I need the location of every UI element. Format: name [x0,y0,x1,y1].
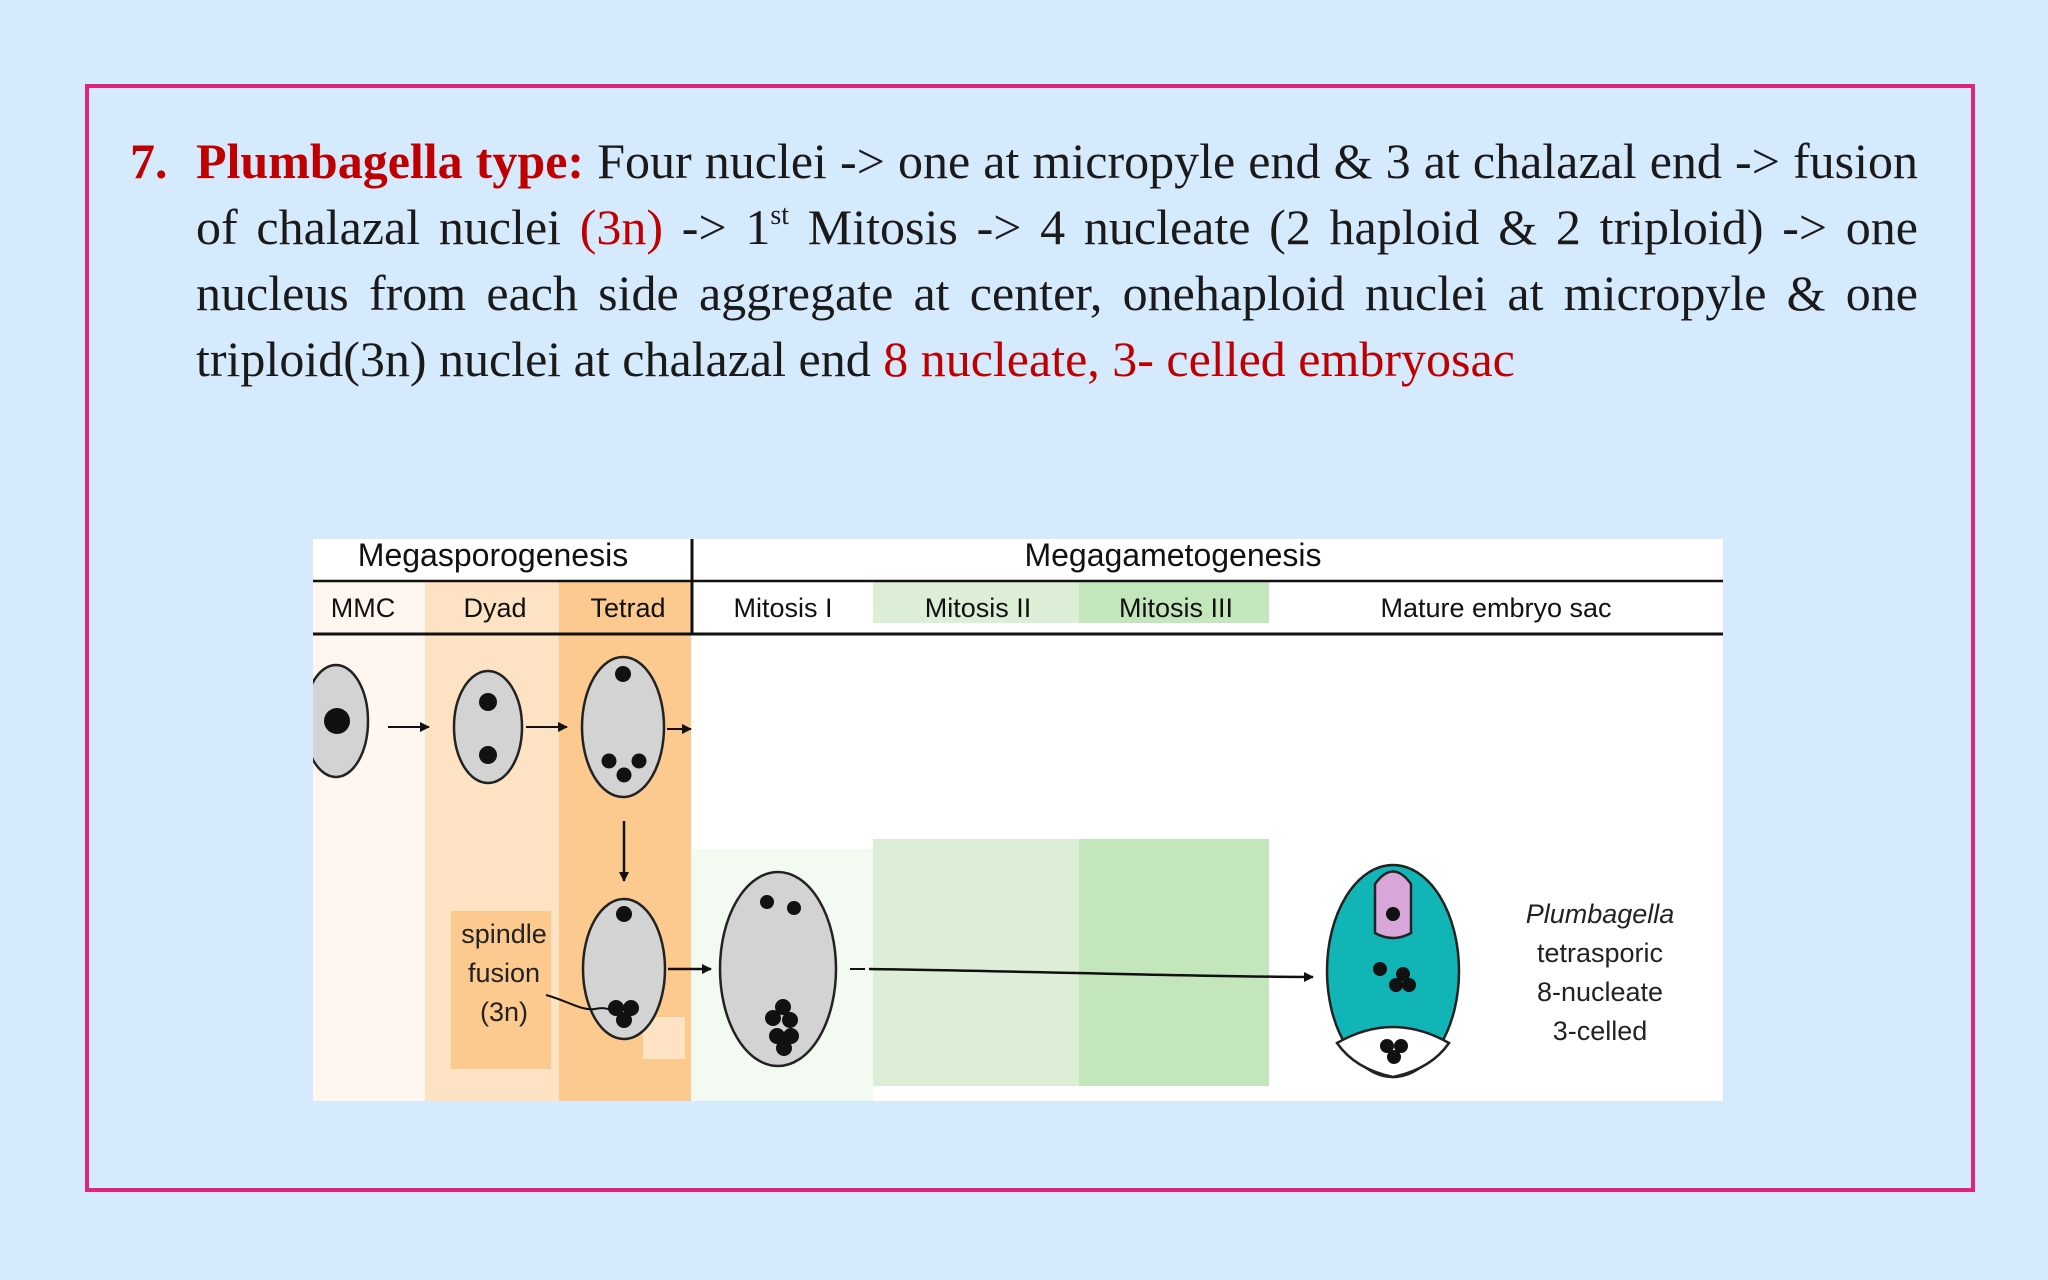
band-mmc [313,581,425,1101]
stage-mitosis-1: Mitosis I [733,593,832,623]
spindle-label-box [451,911,551,1069]
result-label-line-3: 8-nucleate [1537,977,1663,1007]
result-label-line-4: 3-celled [1553,1016,1648,1046]
antipodal-nucleus-2 [1394,1039,1408,1053]
stage-dyad: Dyad [463,593,526,623]
diagram-svg: Megasporogenesis Megagametogenesis MMC D… [313,539,1723,1101]
stage-tetrad: Tetrad [590,593,665,623]
item-title: Plumbagella type: [196,133,585,189]
egg-nucleus [1386,907,1400,921]
mitosis1-nucleus-5 [782,1012,798,1028]
mitosis1-nucleus-4 [765,1010,781,1026]
tetrad-nucleus-chalazal-1 [601,753,617,769]
header-background [313,539,1723,581]
tetrad-nucleus-chalazal-2 [631,753,647,769]
mitosis1-cell [718,870,838,1068]
band-mitosis2-header [873,581,1079,623]
central-nucleus-3 [1389,978,1403,992]
list-item: 7. Plumbagella type: Four nuclei -> one … [130,128,1918,392]
fused-nucleus-3 [616,1012,632,1028]
fused-nucleus-1 [608,1000,624,1016]
fused-nucleus-micropylar [616,906,632,922]
superscript-st: st [770,200,790,231]
body-text-1: Four nuclei -> one at micropyle end & 3 … [196,133,1918,255]
mmc-nucleus [324,708,350,734]
mitosis1-nucleus-6 [769,1028,785,1044]
central-nucleus-1 [1373,962,1387,976]
spindle-pointer-line [545,994,614,1012]
band-mitosis3-header [1079,581,1269,623]
item-body: Plumbagella type: Four nuclei -> one at … [196,128,1918,392]
central-nucleus-2 [1396,967,1410,981]
spindle-label-line-2: fusion [468,958,540,988]
band-mitosis2 [873,839,1079,1086]
spindle-label-line-1: spindle [461,919,547,949]
stage-mitosis-2: Mitosis II [925,593,1032,623]
result-label-line-2: tetrasporic [1537,938,1663,968]
result-label-line-1: Plumbagella [1526,899,1675,929]
stage-mature: Mature embryo sac [1380,593,1611,623]
antipodal-nucleus-3 [1387,1050,1401,1064]
mitosis1-nucleus-1 [760,895,774,909]
mitosis1-nucleus-3 [775,999,791,1015]
band-mitosis3 [1079,839,1269,1086]
fused-cell [581,897,667,1041]
mitosis1-nucleus-2 [787,901,801,915]
item-number: 7. [130,133,168,189]
central-nucleus-4 [1402,978,1416,992]
dyad-nucleus-1 [479,693,497,711]
stage-mmc: MMC [331,593,395,623]
header-megasporogenesis: Megasporogenesis [358,539,628,573]
slide-frame [85,84,1975,1192]
dyad-nucleus-2 [479,746,497,764]
egg-cell [1373,870,1413,940]
spindle-label-line-3: (3n) [480,997,528,1027]
stage-mitosis-3: Mitosis III [1119,593,1233,623]
mitosis1-nucleus-7 [783,1028,799,1044]
mitosis1-nucleus-8 [776,1040,792,1056]
highlight-result: 8 nucleate, 3- celled embryosac [883,331,1515,387]
embryo-sac-diagram: Megasporogenesis Megagametogenesis MMC D… [313,539,1723,1101]
body-text-3: Mitosis -> 4 nucleate (2 haploid & 2 tri… [196,199,1918,387]
tetrad-nucleus-chalazal-3 [616,767,632,783]
arrow-to-mature [868,967,1314,982]
antipodal-nucleus-1 [1380,1039,1394,1053]
fused-nucleus-2 [623,1000,639,1016]
description-text: 7. Plumbagella type: Four nuclei -> one … [130,128,1918,392]
highlight-3n: (3n) [579,199,664,255]
tetrad-nucleus-micropylar [615,666,631,682]
header-megagametogenesis: Megagametogenesis [1024,539,1321,573]
dyad-cell [452,669,524,785]
body-text-2: -> 1 [663,199,771,255]
